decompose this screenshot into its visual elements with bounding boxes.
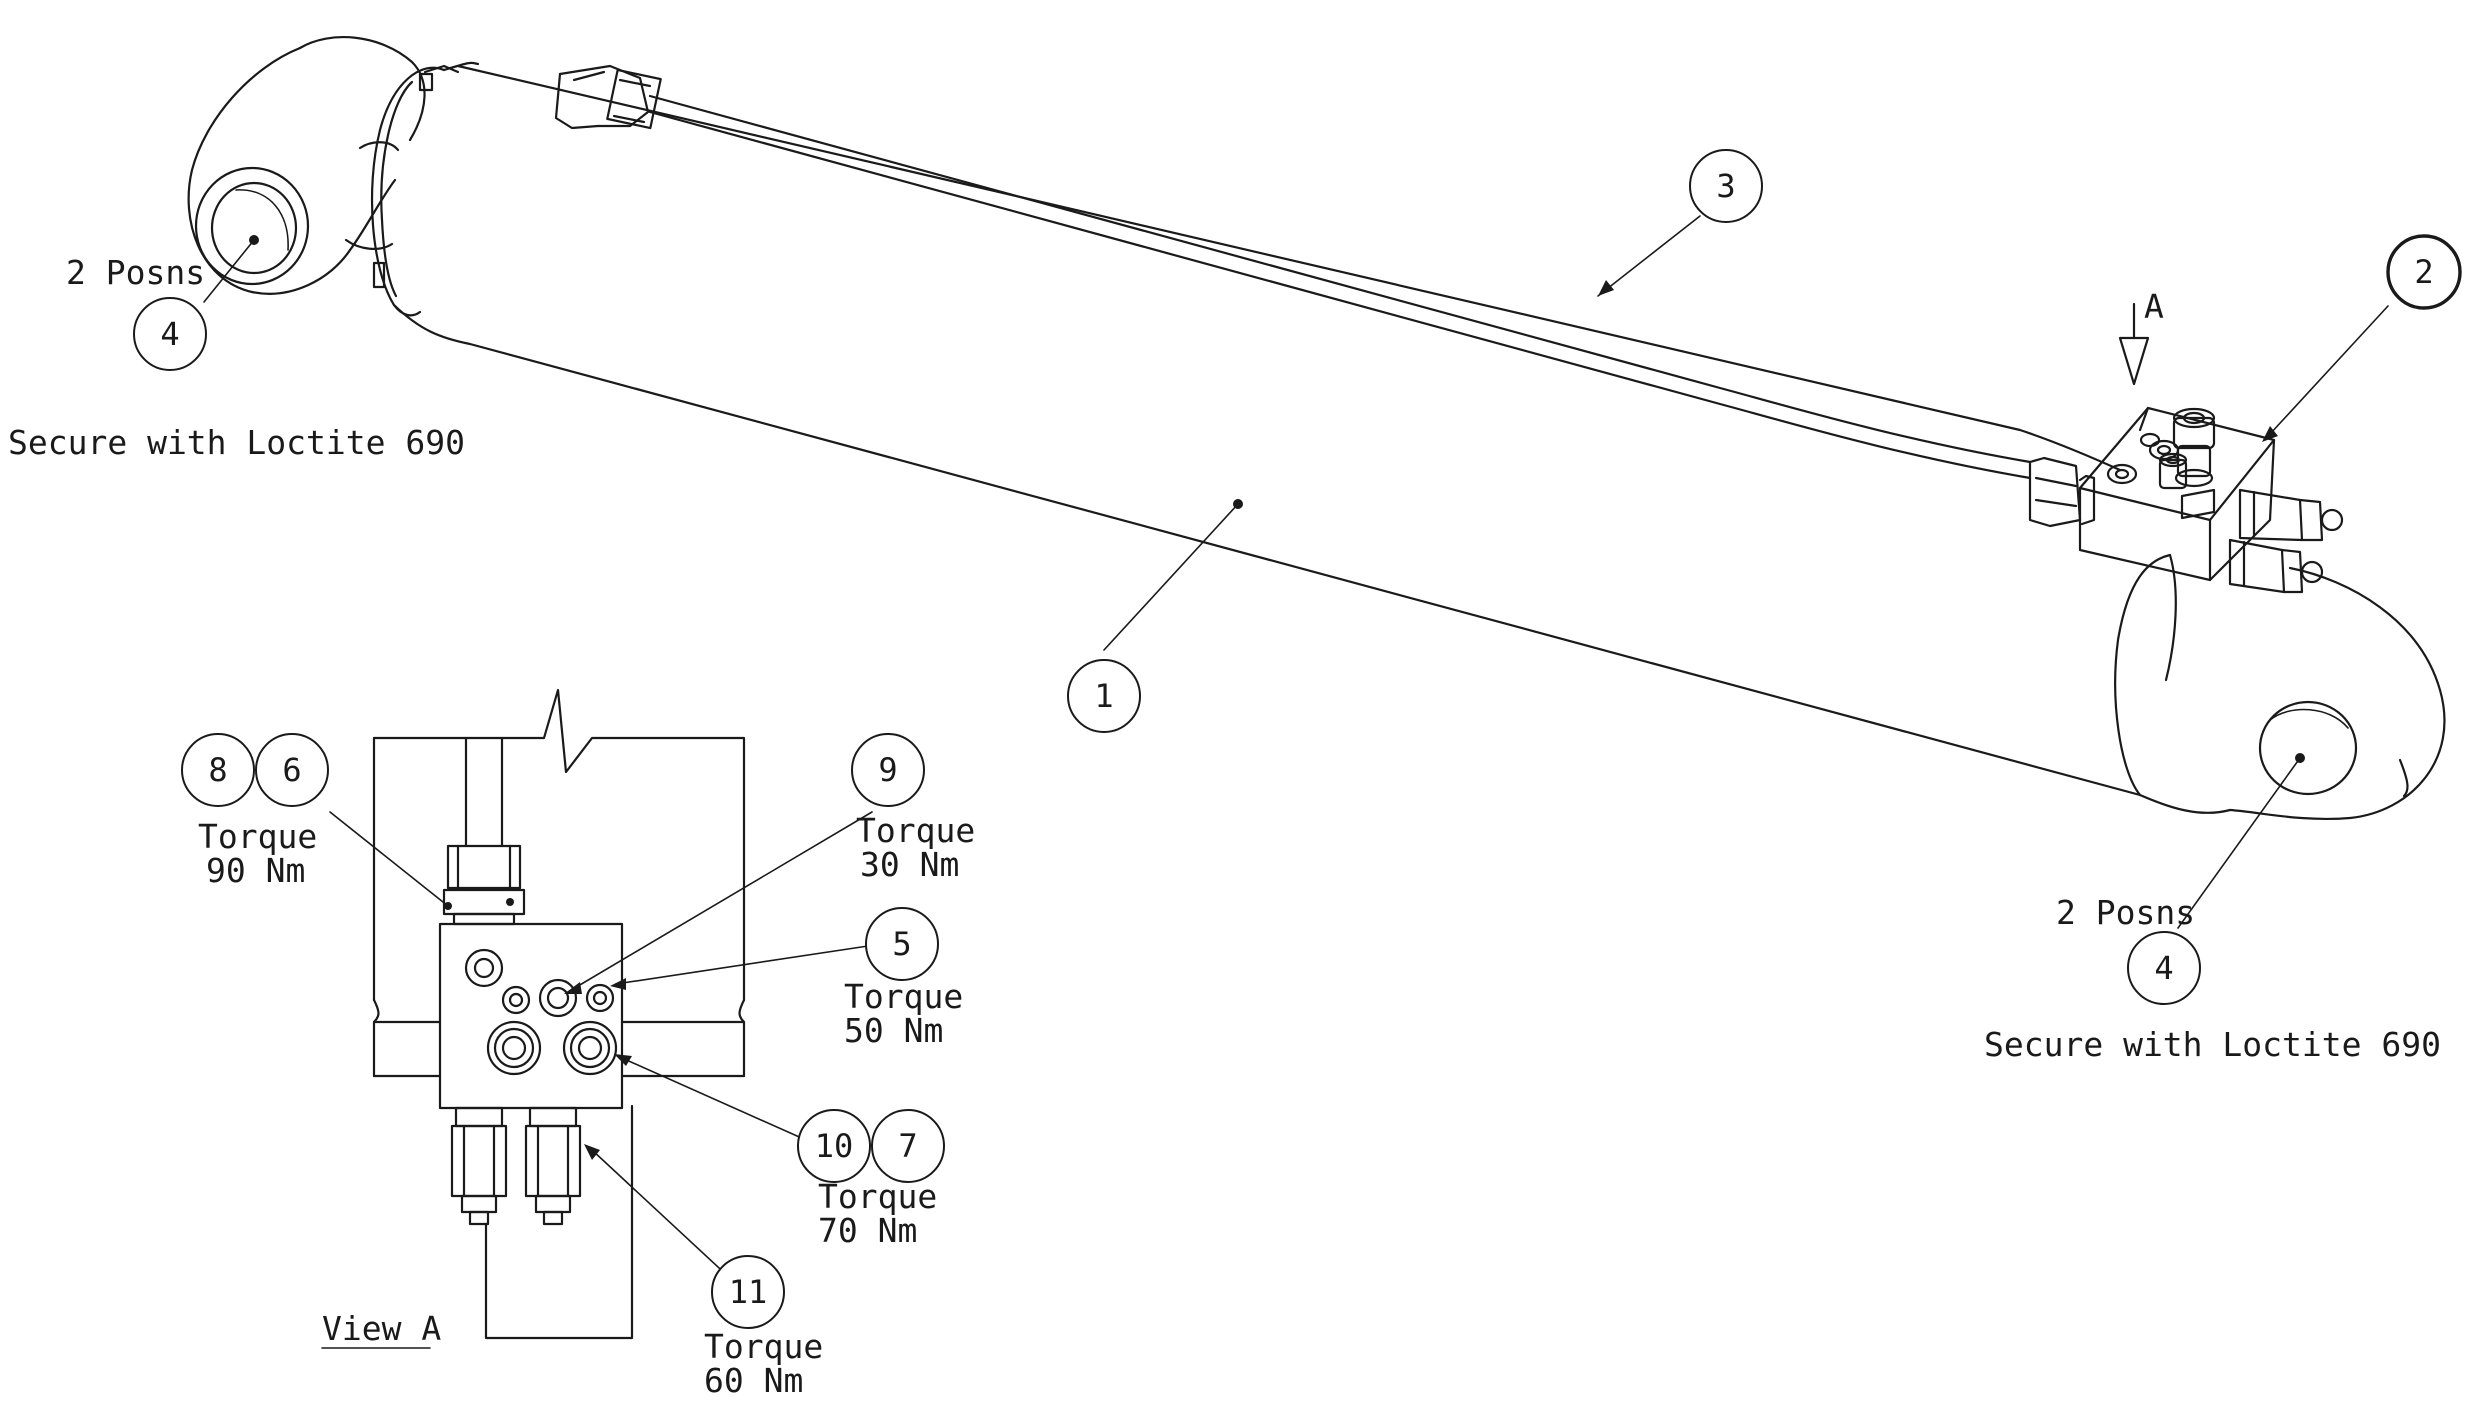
svg-text:6: 6 [282,751,301,789]
torque-60-value: 60 Nm [704,1361,803,1400]
torque-30-value: 30 Nm [860,845,959,884]
torque-50-value: 50 Nm [844,1011,943,1050]
callout-8: 8 [181,733,255,807]
svg-text:10: 10 [815,1127,854,1165]
svg-text:2: 2 [2414,253,2433,291]
leader-lines [203,215,2389,929]
callout-5: 5 [865,907,939,981]
callout-3: 3 [1689,149,1763,223]
callout-4-right: 4 [2127,931,2201,1005]
svg-text:3: 3 [1716,167,1735,205]
callout-7: 7 [871,1109,945,1183]
callout-2: 2 [2386,234,2462,310]
svg-text:8: 8 [208,751,227,789]
torque-50-label: Torque [844,977,963,1016]
view-a-label: View A [322,1309,441,1348]
svg-text:1: 1 [1094,677,1113,715]
callout-4-left: 4 [133,297,207,371]
view-arrow-letter: A [2144,287,2164,326]
svg-text:4: 4 [2154,949,2173,987]
svg-text:11: 11 [729,1273,768,1311]
left-secure-note: Secure with Loctite 690 [8,423,465,462]
view-a-arrow: A [2118,287,2164,386]
callout-9: 9 [851,733,925,807]
svg-text:9: 9 [878,751,897,789]
left-posns-note: 2 Posns [66,253,205,292]
torque-70-value: 70 Nm [818,1211,917,1250]
callout-6: 6 [255,733,329,807]
svg-text:7: 7 [898,1127,917,1165]
hydraulic-pipe [554,64,2032,480]
cylinder-barrel [370,61,2232,814]
view-a-detail [329,688,873,1340]
svg-text:4: 4 [160,315,179,353]
right-posns-note: 2 Posns [2056,893,2195,932]
svg-text:5: 5 [892,925,911,963]
callout-11: 11 [711,1255,785,1329]
torque-90-value: 90 Nm [206,851,305,890]
callout-1: 1 [1067,659,1141,733]
valve-block-assembly [2028,406,2344,594]
torque-30-label: Torque [856,811,975,850]
torque-60-label: Torque [704,1327,823,1366]
right-secure-note: Secure with Loctite 690 [1984,1025,2441,1064]
torque-70-label: Torque [818,1177,937,1216]
right-cap-end-eye [2164,553,2446,821]
left-rod-end-eye [187,36,426,295]
torque-90-label: Torque [198,817,317,856]
callout-10: 10 [797,1109,871,1183]
